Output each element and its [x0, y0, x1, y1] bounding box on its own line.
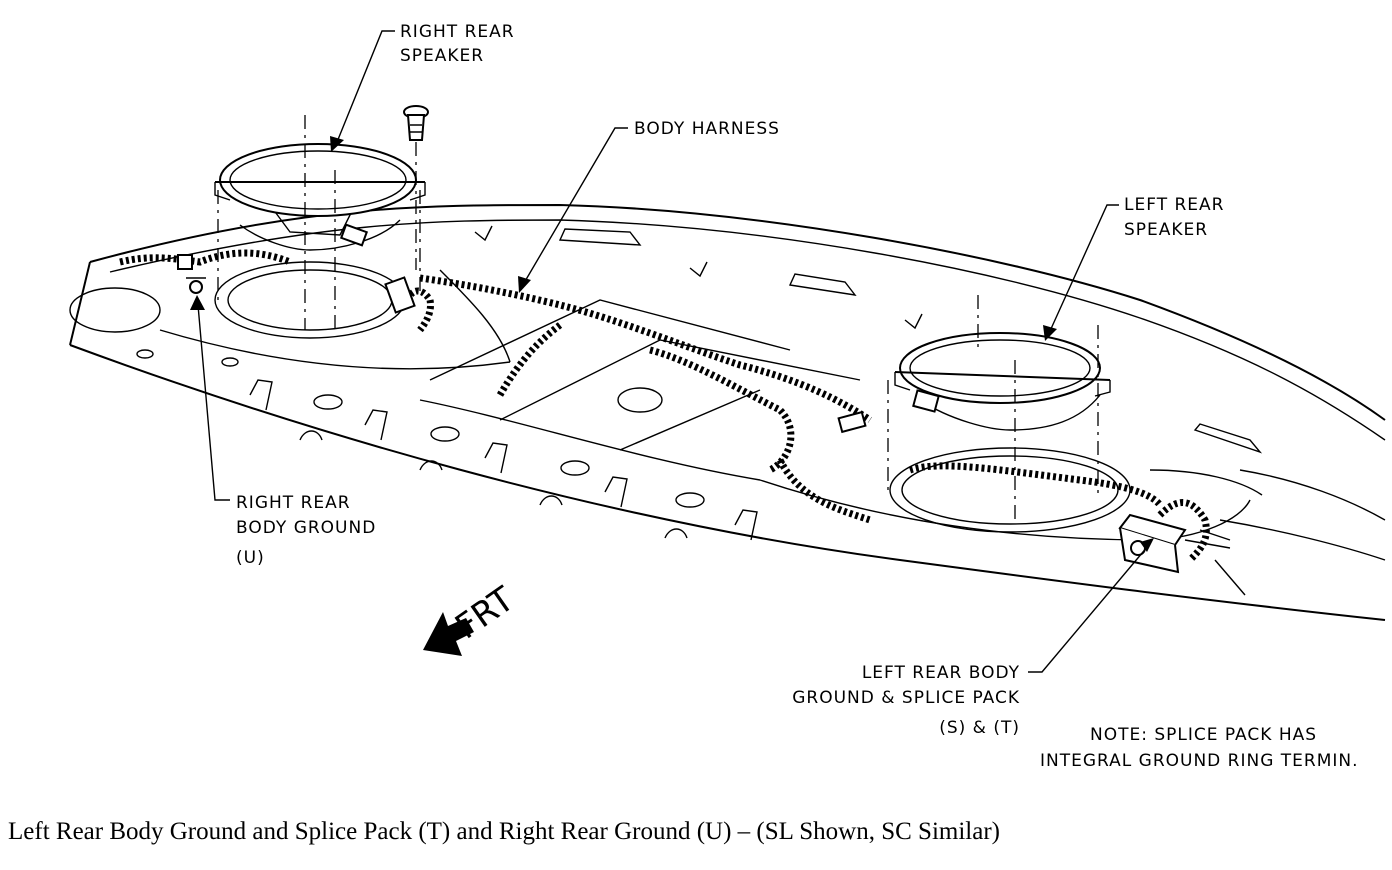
callout-left-rear-speaker-line2: SPEAKER: [1124, 220, 1208, 240]
front-direction-indicator: FRT: [423, 579, 522, 656]
note-line2: INTEGRAL GROUND RING TERMIN.: [1040, 751, 1359, 771]
note: NOTE: SPLICE PACK HAS INTEGRAL GROUND RI…: [1040, 725, 1359, 771]
left-rear-speaker: [887, 295, 1131, 533]
callout-right-rear-speaker-line1: RIGHT REAR: [400, 22, 515, 42]
shelf-holes: [69, 287, 758, 541]
right-rear-ground-bolt: [186, 277, 206, 294]
callout-left-rear-body-ground: LEFT REAR BODY GROUND & SPLICE PACK (S) …: [792, 663, 1020, 738]
body-harness: [119, 249, 1210, 563]
callout-body-harness-line1: BODY HARNESS: [634, 119, 780, 139]
figure-caption: Left Rear Body Ground and Splice Pack (T…: [8, 818, 1000, 845]
callout-left-rear-speaker: LEFT REAR SPEAKER: [1124, 195, 1224, 240]
callout-right-rear-body-ground-line1: RIGHT REAR: [236, 493, 351, 513]
note-line1: NOTE: SPLICE PACK HAS: [1090, 725, 1317, 745]
callout-body-harness: BODY HARNESS: [634, 119, 780, 139]
front-arrow-icon: [423, 612, 474, 656]
callout-right-rear-body-ground-line2: BODY GROUND: [236, 518, 376, 538]
package-shelf: [69, 203, 1386, 621]
callout-right-rear-speaker-line2: SPEAKER: [400, 46, 484, 66]
right-rear-speaker: [214, 115, 426, 339]
callout-right-rear-speaker: RIGHT REAR SPEAKER: [400, 22, 515, 66]
callout-left-rear-body-ground-line3: (S) & (T): [939, 718, 1020, 738]
splice-pack: [1118, 513, 1246, 596]
harness-connectors: [177, 223, 940, 434]
leader-lines: [190, 30, 1154, 673]
callout-right-rear-body-ground-line3: (U): [236, 548, 265, 568]
callout-right-rear-body-ground: RIGHT REAR BODY GROUND (U): [236, 493, 376, 568]
callout-left-rear-body-ground-line2: GROUND & SPLICE PACK: [792, 688, 1020, 708]
push-pin-fastener: [403, 105, 429, 270]
callout-left-rear-body-ground-line1: LEFT REAR BODY: [862, 663, 1020, 683]
callout-left-rear-speaker-line1: LEFT REAR: [1124, 195, 1224, 215]
